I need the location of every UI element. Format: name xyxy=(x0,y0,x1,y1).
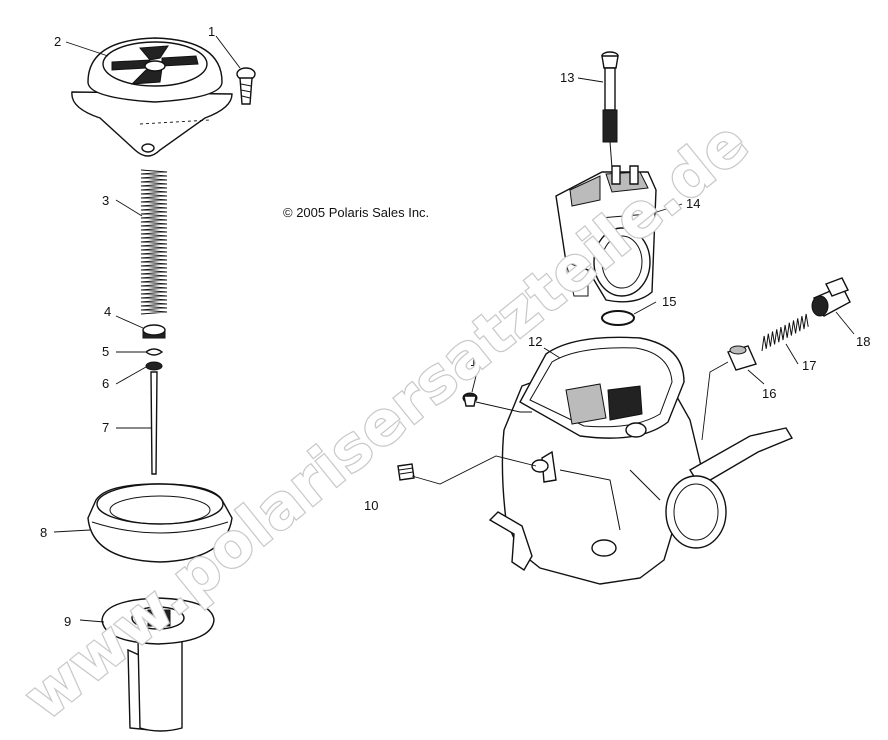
carburetor-body xyxy=(488,336,794,585)
part-15-o-ring xyxy=(601,310,635,326)
callout-13: 13 xyxy=(560,70,574,85)
callouts: 2 1 3 4 5 6 7 8 9 10 11 12 13 14 15 16 1… xyxy=(40,24,870,629)
copyright-notice: © 2005 Polaris Sales Inc. xyxy=(283,205,429,220)
callout-6: 6 xyxy=(102,376,109,391)
leader-lines xyxy=(53,35,855,623)
callout-10: 10 xyxy=(364,498,378,513)
callout-12: 12 xyxy=(528,334,542,349)
part-11-screw xyxy=(462,392,478,407)
part-16-plunger xyxy=(727,345,757,371)
callout-3: 3 xyxy=(102,193,109,208)
part-18-nut xyxy=(811,277,851,317)
callout-7: 7 xyxy=(102,420,109,435)
callout-4: 4 xyxy=(104,304,111,319)
part-4-spring-seat xyxy=(142,324,166,339)
part-3-spring xyxy=(140,169,168,315)
part-6-washer xyxy=(145,361,163,371)
callout-9: 9 xyxy=(64,614,71,629)
callout-17: 17 xyxy=(802,358,816,373)
callout-5: 5 xyxy=(102,344,109,359)
callout-2: 2 xyxy=(54,34,61,49)
callout-11: 11 xyxy=(470,354,484,369)
part-2-top-cover xyxy=(71,37,233,157)
callout-8: 8 xyxy=(40,525,47,540)
part-10-jet xyxy=(397,463,415,481)
part-7-needle xyxy=(150,371,158,475)
callout-16: 16 xyxy=(762,386,776,401)
callout-18: 18 xyxy=(856,334,870,349)
part-14-bracket xyxy=(555,165,657,303)
callout-14: 14 xyxy=(686,196,700,211)
part-13-bolt xyxy=(601,51,619,169)
callout-15: 15 xyxy=(662,294,676,309)
callout-1: 1 xyxy=(208,24,215,39)
part-9-slide xyxy=(101,597,215,732)
part-5-clip xyxy=(144,348,164,356)
part-17-spring xyxy=(761,313,809,352)
part-8-diaphragm xyxy=(87,483,233,563)
part-1-screw xyxy=(236,67,256,105)
